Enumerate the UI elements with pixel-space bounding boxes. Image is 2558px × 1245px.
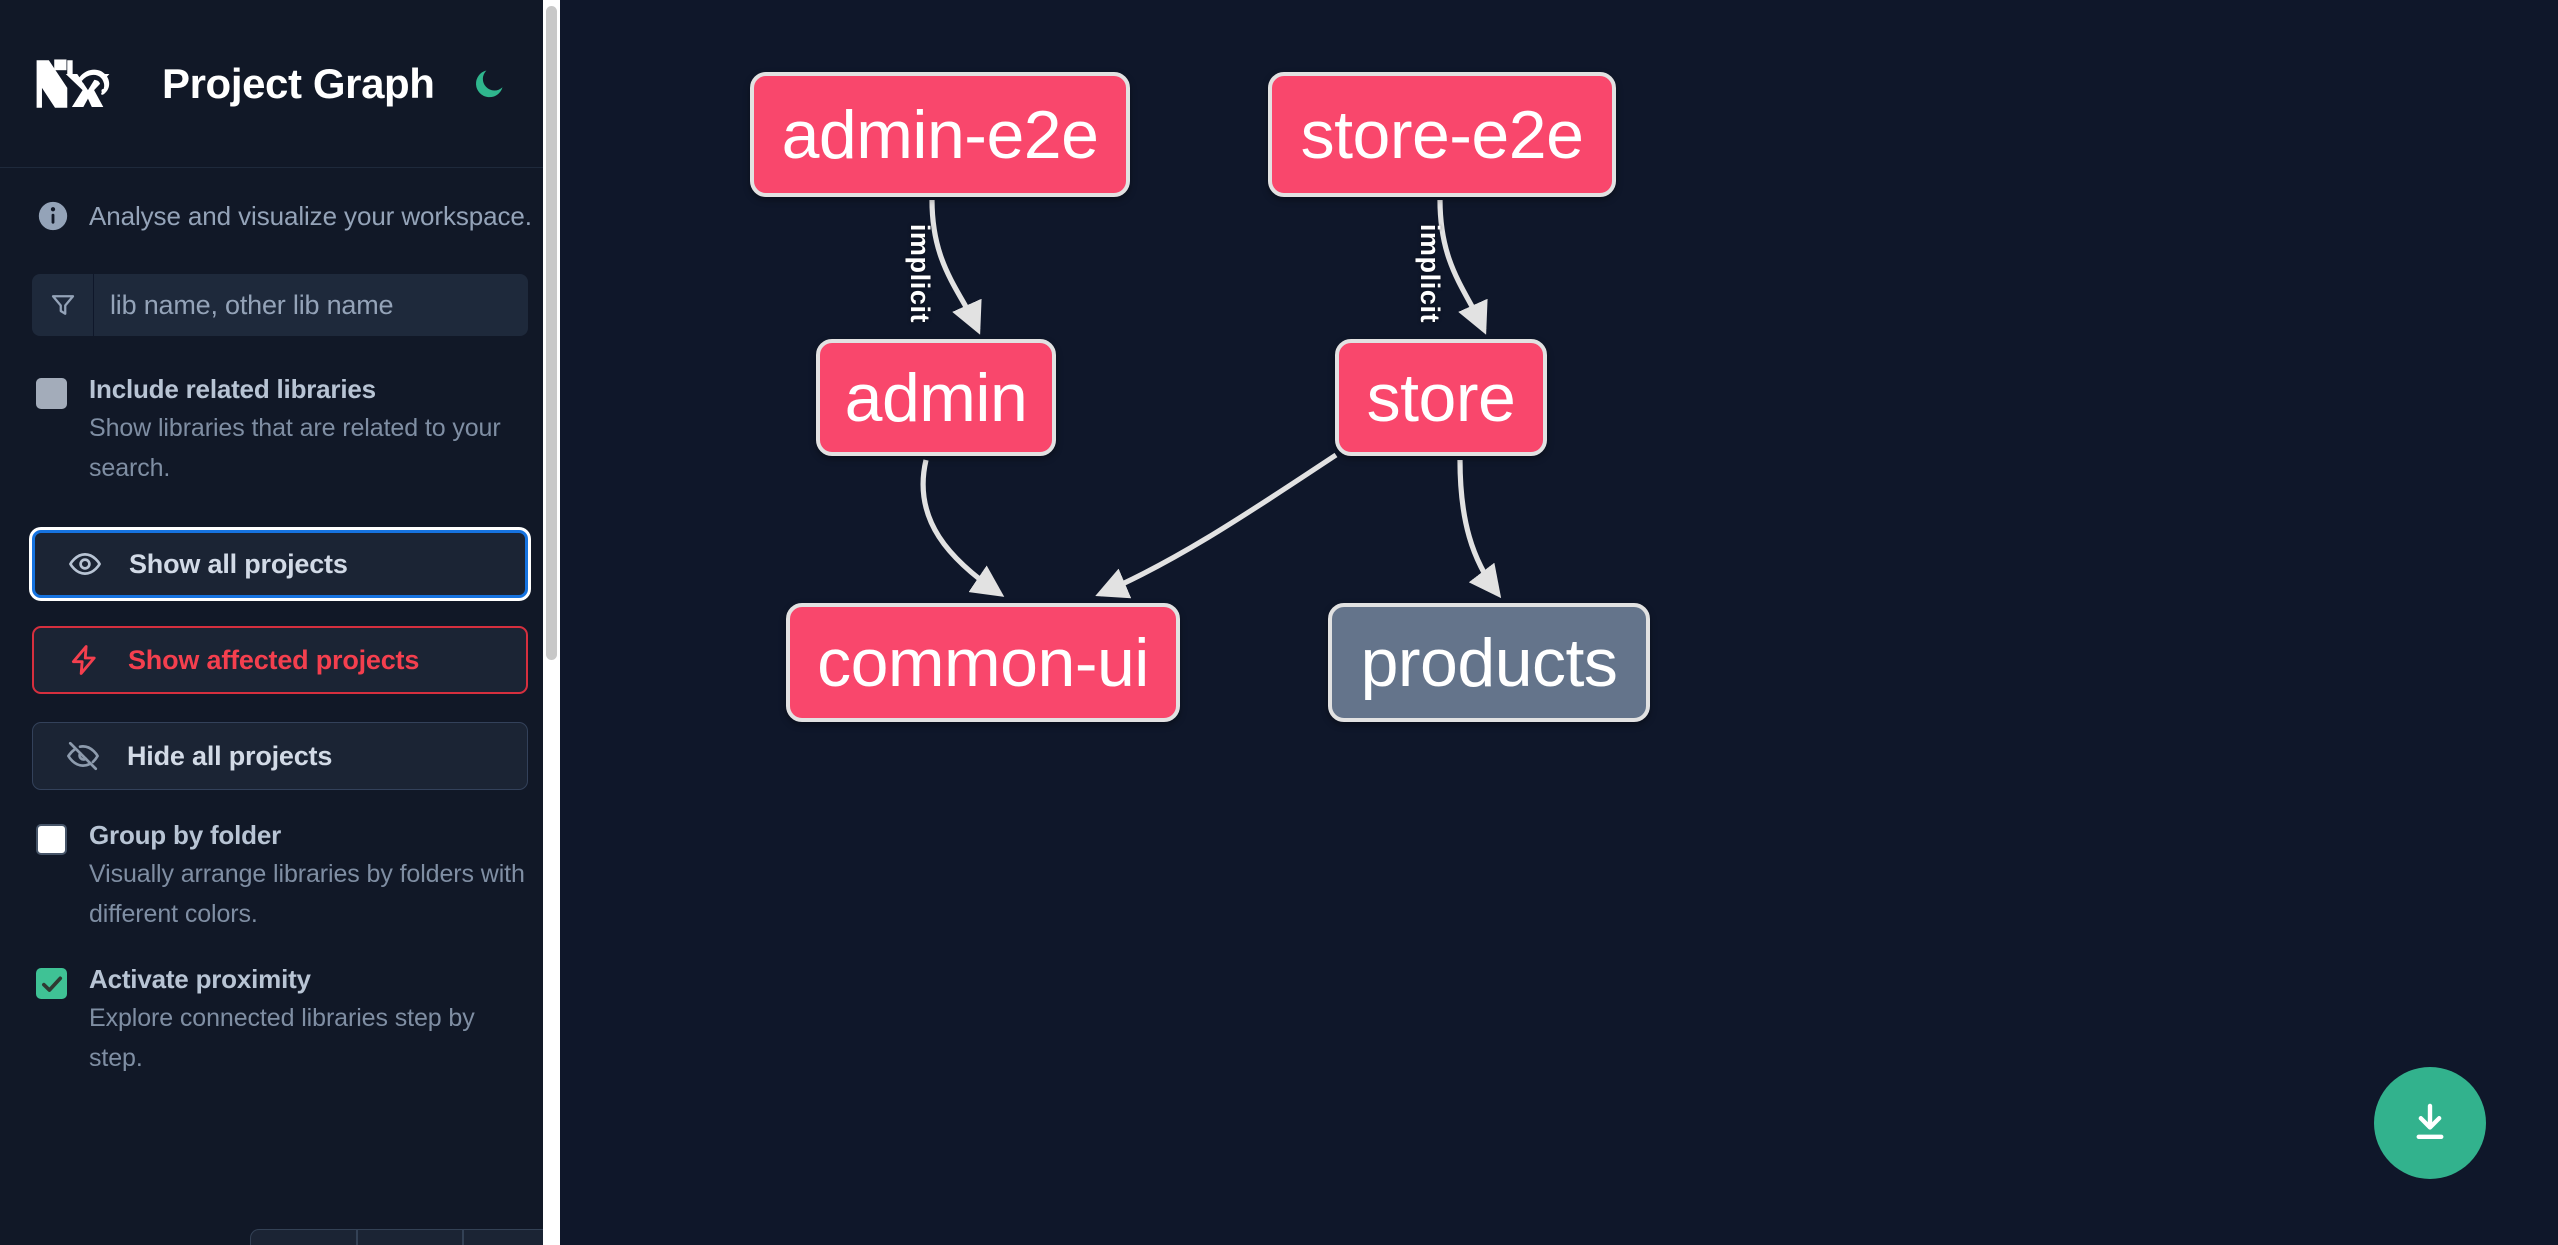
checkbox-label-group-by-folder: Group by folder <box>89 820 282 850</box>
show-affected-projects-button[interactable]: Show affected projects <box>32 626 528 694</box>
show-affected-projects-label: Show affected projects <box>128 644 420 675</box>
hide-all-projects-label: Hide all projects <box>127 740 333 771</box>
checkbox-description-activate-proximity: Explore connected libraries step by step… <box>89 1004 475 1072</box>
graph-node-admin[interactable]: admin <box>816 339 1056 456</box>
edge-store-to-products <box>1457 459 1502 599</box>
checkbox-box-include-related-libraries[interactable] <box>36 378 67 409</box>
app-title: Project Graph <box>162 59 435 107</box>
info-icon <box>36 199 70 233</box>
checkbox-activate-proximity[interactable]: Activate proximity Explore connected lib… <box>32 962 528 1078</box>
edge-label-store-e2e-to-store: implicit <box>1415 223 1446 324</box>
action-buttons: Show all projects Show affected projects <box>32 530 528 790</box>
checkbox-description-include-related-libraries: Show libraries that are related to your … <box>89 414 501 482</box>
graph-node-admin-e2e[interactable]: admin-e2e <box>750 72 1130 197</box>
search-field[interactable] <box>32 274 528 336</box>
filter-icon <box>32 274 94 336</box>
checkbox-label-include-related-libraries: Include related libraries <box>89 374 376 404</box>
sidebar: Project Graph Analyse and visualize your… <box>0 0 560 1245</box>
graph-node-label-common-ui: common-ui <box>817 624 1149 701</box>
graph-node-common-ui[interactable]: common-ui <box>786 603 1180 722</box>
checkbox-group-by-folder[interactable]: Group by folder Visually arrange librari… <box>32 818 528 934</box>
graph-node-products[interactable]: products <box>1328 603 1650 722</box>
edge-store-to-common-ui <box>1095 452 1338 599</box>
download-icon <box>2405 1097 2455 1150</box>
edge-store-e2e-to-store <box>1437 199 1488 335</box>
sidebar-scrollbar-thumb[interactable] <box>546 6 557 660</box>
show-all-projects-label: Show all projects <box>129 548 348 579</box>
lightning-bolt-icon <box>64 640 104 680</box>
graph-node-label-admin-e2e: admin-e2e <box>781 96 1099 173</box>
graph-node-label-admin: admin <box>844 359 1028 436</box>
segment-1[interactable] <box>250 1229 357 1245</box>
sidebar-scrollbar-track[interactable] <box>543 0 560 1245</box>
edge-admin-to-common-ui <box>920 459 1005 597</box>
checkbox-include-related-libraries[interactable]: Include related libraries Show libraries… <box>32 372 528 488</box>
search-input[interactable] <box>94 274 528 336</box>
graph-node-label-products: products <box>1360 624 1618 701</box>
eye-icon <box>65 544 105 584</box>
bottom-segmented-control[interactable] <box>250 1229 560 1245</box>
edge-label-admin-e2e-to-admin: implicit <box>905 223 936 324</box>
graph-canvas[interactable]: admin-e2e store-e2e admin store common-u… <box>560 0 2558 1245</box>
graph-node-label-store-e2e: store-e2e <box>1300 96 1584 173</box>
segment-2[interactable] <box>356 1229 464 1245</box>
checkbox-description-group-by-folder: Visually arrange libraries by folders wi… <box>89 860 525 928</box>
graph-node-store[interactable]: store <box>1335 339 1547 456</box>
show-all-projects-button[interactable]: Show all projects <box>32 530 528 598</box>
graph-node-store-e2e[interactable]: store-e2e <box>1268 72 1616 197</box>
sidebar-header: Project Graph <box>0 0 560 168</box>
download-graph-button[interactable] <box>2374 1067 2486 1179</box>
hide-all-projects-button[interactable]: Hide all projects <box>32 722 528 790</box>
tagline: Analyse and visualize your workspace. <box>32 168 532 264</box>
graph-node-label-store: store <box>1366 359 1516 436</box>
checkbox-label-activate-proximity: Activate proximity <box>89 964 311 994</box>
eye-off-icon <box>63 736 103 776</box>
moon-icon[interactable] <box>469 64 509 104</box>
tagline-text: Analyse and visualize your workspace. <box>89 200 532 231</box>
checkbox-box-activate-proximity[interactable] <box>36 968 67 999</box>
edge-admin-e2e-to-admin <box>929 199 982 335</box>
sidebar-body: Analyse and visualize your workspace. In… <box>0 168 560 1078</box>
checkbox-box-group-by-folder[interactable] <box>36 824 67 855</box>
nx-logo-icon <box>32 54 124 114</box>
segment-3[interactable] <box>463 1229 560 1245</box>
